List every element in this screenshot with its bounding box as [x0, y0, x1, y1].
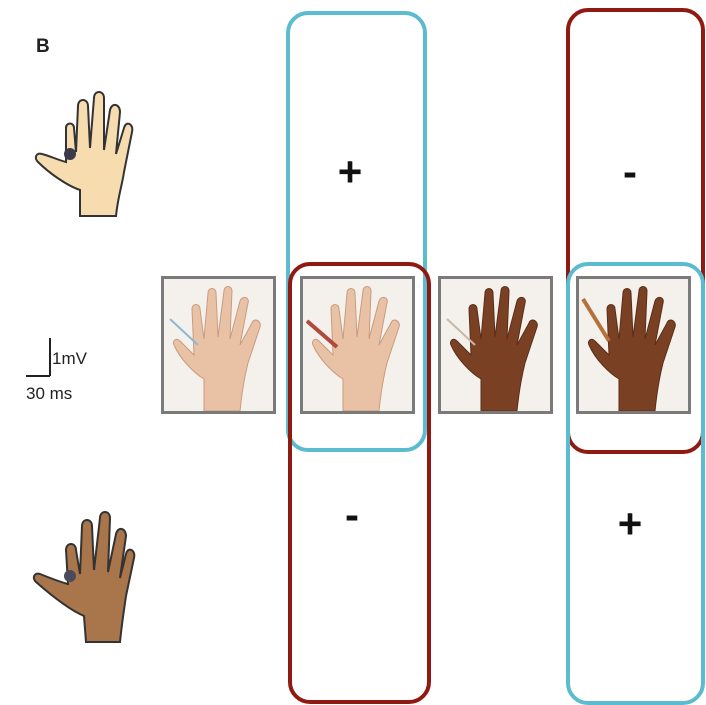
scale-voltage-label: 1mV	[52, 349, 87, 368]
light-hand-shape	[34, 91, 134, 217]
column-2-top-red-frame	[566, 8, 705, 454]
sign-column-1-top: +	[337, 148, 363, 195]
light-hand-photo	[161, 276, 276, 414]
scale-time-label: 30 ms	[26, 384, 73, 403]
stimulation-dot-icon	[64, 570, 76, 582]
sign-column-2-top: -	[623, 148, 637, 195]
sign-column-2-bottom: +	[617, 500, 643, 547]
scale-bar-icon	[26, 338, 51, 377]
dark-hand-touched-photo	[576, 276, 691, 414]
dark-hand-photo	[438, 276, 553, 414]
light-hand-icon	[34, 91, 134, 217]
dark-hand-icon	[32, 511, 136, 643]
column-1-bottom-red-frame	[288, 262, 431, 704]
stimulation-dot-icon	[64, 148, 76, 160]
dark-hand-shape	[32, 511, 136, 643]
light-hand-touched-photo	[300, 276, 415, 414]
column-2-bottom-blue-frame	[566, 262, 705, 705]
column-1-top-blue-frame	[286, 11, 427, 452]
sign-column-1-bottom: -	[345, 491, 359, 538]
panel-label: B	[36, 36, 50, 57]
